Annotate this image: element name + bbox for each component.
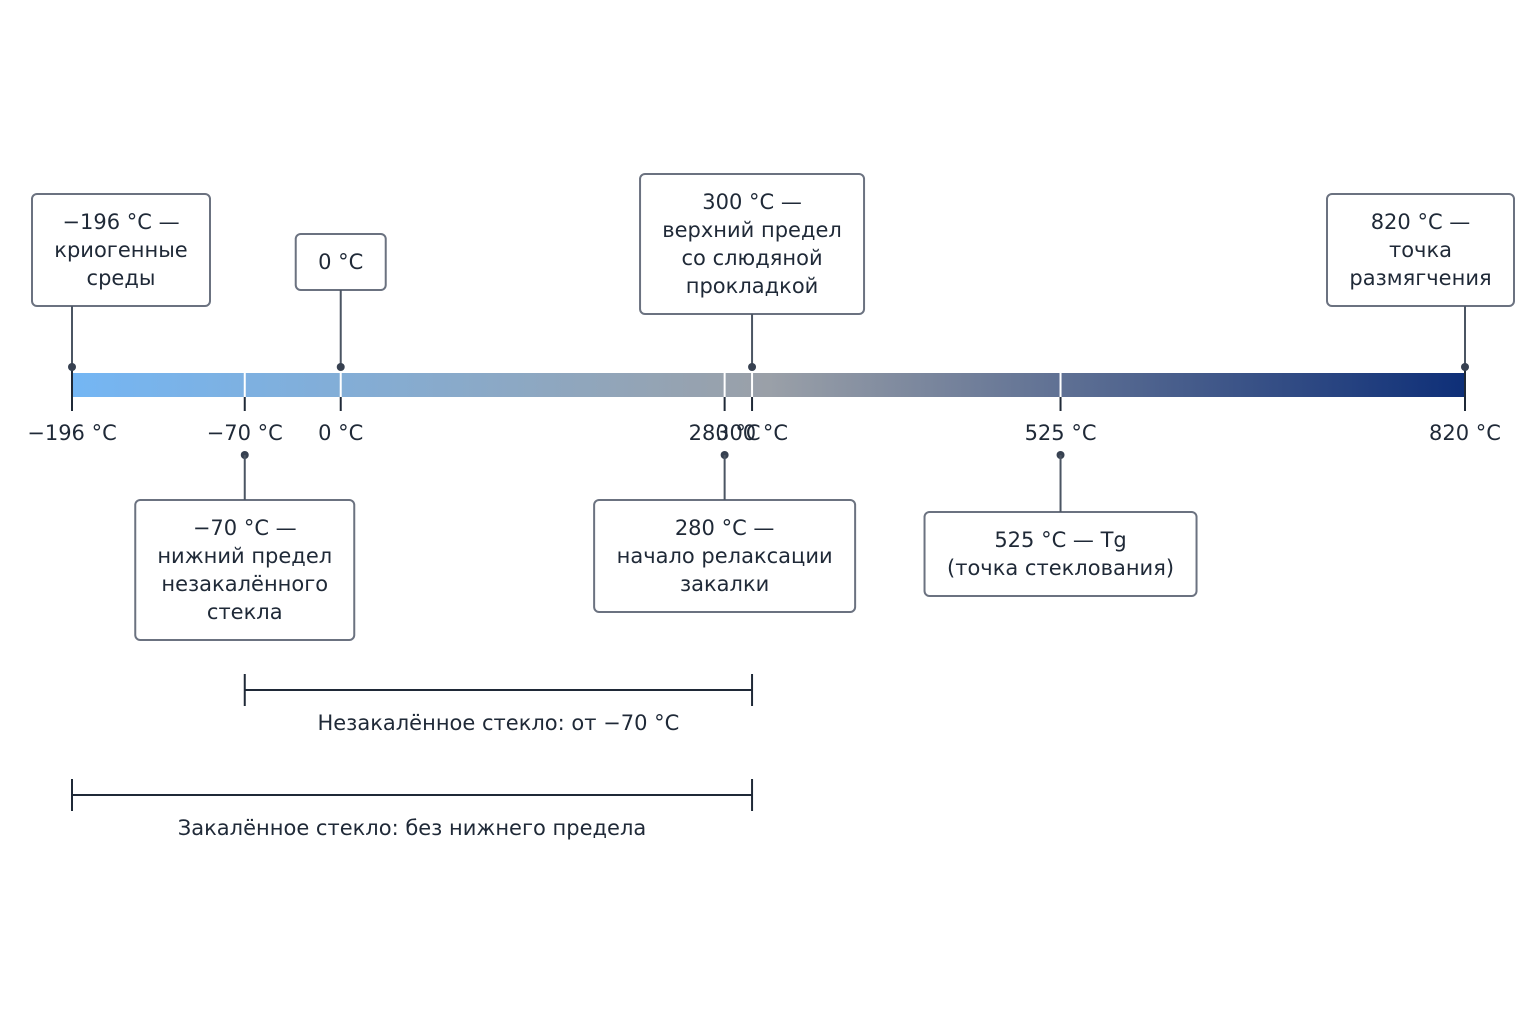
usage-ranges: Незакалённое стекло: от −70 °C Закалённое… xyxy=(71,674,754,840)
range-label: Закалённое стекло: без нижнего предела xyxy=(178,816,646,840)
annotation-text: размягчения xyxy=(1349,266,1491,290)
scale-tick-label: 525 °C xyxy=(1025,421,1097,445)
scale-tick-label: −196 °C xyxy=(27,421,117,445)
annotation-box-frame xyxy=(923,511,1198,597)
annotation-box: 300 °C — верхний предел со слюдяной проклад… xyxy=(639,173,866,315)
scale-tick-label: 280 °C xyxy=(689,421,761,445)
annotation-text: −196 °C — xyxy=(62,210,179,234)
annotation-box: −196 °C — криогенные среды xyxy=(31,193,211,307)
annotation-box: 525 °C — Tg (точка стеклования) xyxy=(923,511,1198,597)
annotation-text: со слюдяной xyxy=(682,246,823,270)
annotation-dot xyxy=(336,363,345,371)
annotation-text: начало релаксации xyxy=(617,544,833,568)
scale-tick-label: 0 °C xyxy=(318,421,363,445)
annotation-text: незакалённого xyxy=(161,572,328,596)
annotation-text: −70 °C — xyxy=(193,516,297,540)
annotation-text: 300 °C — xyxy=(702,190,802,214)
temperature-gradient-bar xyxy=(72,373,1465,397)
annotation-box: −70 °C — нижний предел незакалённого стекла xyxy=(134,499,356,641)
annotation-text: точка xyxy=(1389,238,1452,262)
annotation-text: криогенные xyxy=(54,238,187,262)
annotation-text: (точка стеклования) xyxy=(947,556,1174,580)
annotation-text: 525 °C — Tg xyxy=(994,528,1126,552)
annotation-dot xyxy=(748,363,757,371)
annotation-box: 0 °C xyxy=(294,233,387,291)
annotation-text: верхний предел xyxy=(662,218,842,242)
annotation-text: нижний предел xyxy=(157,544,332,568)
annotations-above: −196 °C — криогенные среды 0 °C 300 °C — верх… xyxy=(31,173,1515,371)
annotations-below: −70 °C — нижний предел незакалённого стекла… xyxy=(134,451,1198,641)
annotation-dot xyxy=(68,363,76,371)
scale-tick-label: −70 °C xyxy=(207,421,283,445)
annotation-text: стекла xyxy=(207,600,283,624)
annotation-text: среды xyxy=(87,266,156,290)
annotation-text: закалки xyxy=(680,572,769,596)
annotation-box-frame xyxy=(31,193,211,307)
annotation-box-frame xyxy=(1326,193,1515,307)
annotation-text: прокладкой xyxy=(686,274,819,298)
annotation-text: 0 °C xyxy=(318,250,363,274)
range-label: Незакалённое стекло: от −70 °C xyxy=(317,711,679,735)
annotation-box: 280 °C — начало релаксации закалки xyxy=(593,499,857,613)
annotation-box: 820 °C — точка размягчения xyxy=(1326,193,1515,307)
scale-tick-label: 300 °C xyxy=(716,421,788,445)
scale-tick-label: 820 °C xyxy=(1429,421,1501,445)
range-bracket: Закалённое стекло: без нижнего предела xyxy=(71,779,754,840)
range-bracket: Незакалённое стекло: от −70 °C xyxy=(243,674,754,735)
annotation-text: 280 °C — xyxy=(675,516,775,540)
annotation-dot xyxy=(1461,363,1469,371)
annotation-text: 820 °C — xyxy=(1371,210,1471,234)
